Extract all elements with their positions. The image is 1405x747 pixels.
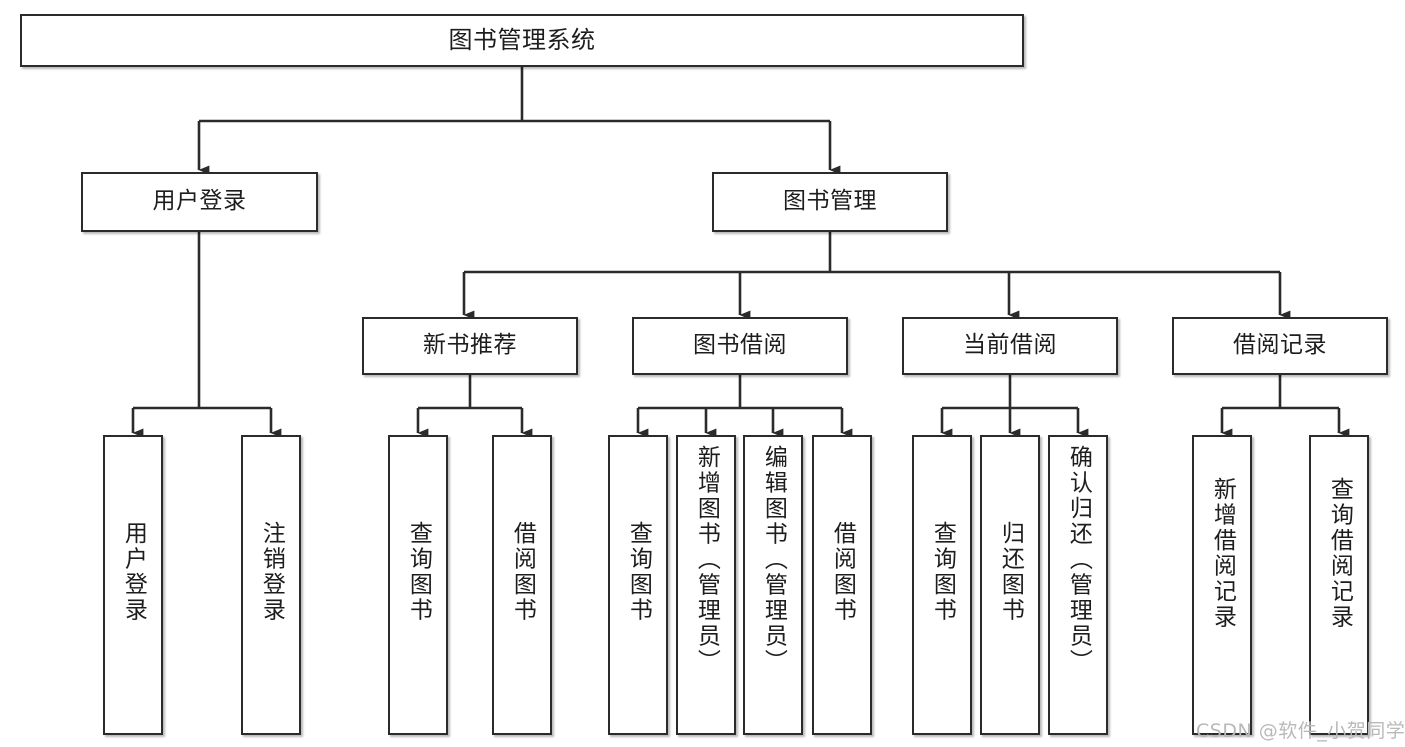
leaf-borrow-book-recommend[interactable]: 借阅图书 bbox=[492, 435, 552, 735]
node-label: 查询图书 bbox=[625, 521, 652, 623]
node-current-borrow[interactable]: 当前借阅 bbox=[902, 317, 1118, 375]
node-label: 编辑图书（管理员） bbox=[760, 445, 787, 675]
node-label: 借阅记录 bbox=[1233, 332, 1327, 359]
node-label: 新书推荐 bbox=[423, 332, 517, 359]
leaf-return-book[interactable]: 归还图书 bbox=[980, 435, 1040, 735]
leaf-add-borrow-record[interactable]: 新增借阅记录 bbox=[1192, 435, 1252, 735]
node-label: 图书管理系统 bbox=[448, 26, 596, 55]
node-user-login[interactable]: 用户登录 bbox=[81, 172, 318, 232]
node-label: 注销登录 bbox=[258, 521, 285, 623]
node-label: 新增借阅记录 bbox=[1209, 477, 1236, 630]
csdn-watermark: CSDN @软件_小贺同学 bbox=[1196, 720, 1405, 742]
leaf-confirm-return-admin[interactable]: 确认归还（管理员） bbox=[1048, 435, 1108, 735]
node-root-book-management-system[interactable]: 图书管理系统 bbox=[20, 14, 1024, 67]
node-label: 图书借阅 bbox=[693, 332, 787, 359]
leaf-logout[interactable]: 注销登录 bbox=[241, 435, 301, 735]
node-label: 借阅图书 bbox=[829, 521, 856, 623]
node-book-borrow[interactable]: 图书借阅 bbox=[632, 317, 848, 375]
leaf-query-borrow-record[interactable]: 查询借阅记录 bbox=[1309, 435, 1369, 735]
leaf-query-book-recommend[interactable]: 查询图书 bbox=[388, 435, 448, 735]
node-label: 当前借阅 bbox=[963, 332, 1057, 359]
node-label: 新增图书（管理员） bbox=[693, 445, 720, 675]
leaf-query-book-current[interactable]: 查询图书 bbox=[912, 435, 972, 735]
node-label: 查询图书 bbox=[929, 521, 956, 623]
node-new-book-recommend[interactable]: 新书推荐 bbox=[362, 317, 578, 375]
node-label: 用户登录 bbox=[152, 188, 247, 215]
node-label: 确认归还（管理员） bbox=[1065, 445, 1092, 675]
node-label: 用户登录 bbox=[120, 521, 147, 623]
leaf-query-book-borrow[interactable]: 查询图书 bbox=[608, 435, 668, 735]
node-book-management[interactable]: 图书管理 bbox=[712, 172, 948, 232]
node-label: 查询借阅记录 bbox=[1326, 477, 1353, 630]
node-label: 借阅图书 bbox=[509, 521, 536, 623]
node-label: 图书管理 bbox=[783, 188, 877, 215]
leaf-edit-book-admin[interactable]: 编辑图书（管理员） bbox=[743, 435, 803, 735]
node-label: 归还图书 bbox=[997, 521, 1024, 623]
node-label: 查询图书 bbox=[405, 521, 432, 623]
leaf-borrow-book[interactable]: 借阅图书 bbox=[812, 435, 872, 735]
node-borrow-record[interactable]: 借阅记录 bbox=[1172, 317, 1388, 375]
leaf-add-book-admin[interactable]: 新增图书（管理员） bbox=[676, 435, 736, 735]
leaf-user-login[interactable]: 用户登录 bbox=[103, 435, 163, 735]
